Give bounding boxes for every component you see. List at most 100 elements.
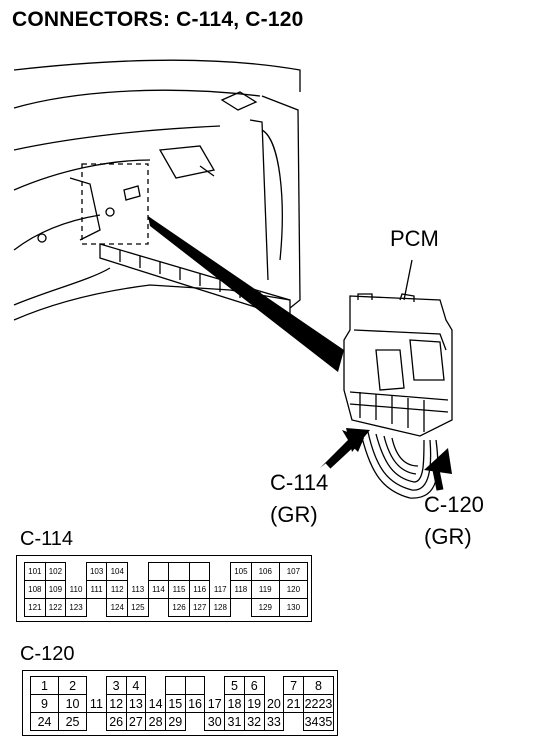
pin-cell: 113 (127, 580, 149, 599)
pin-cell: 14 (145, 694, 166, 713)
c120-arrow-icon (424, 448, 452, 474)
c114-color-label: (GR) (270, 502, 318, 527)
pin-cell (209, 562, 232, 581)
pin-cell: 116 (188, 580, 211, 599)
pin-cell: 119 (250, 580, 280, 599)
c114-pin-grid: 101 102 103 104 105 106 107 108 109 110 … (24, 562, 309, 617)
pin-cell: 106 (250, 562, 280, 581)
c120-callout-label: C-120 (424, 492, 484, 517)
pin-cell: 110 (65, 580, 87, 599)
pin-cell: 17 (204, 694, 226, 713)
pin-cell: 11 (86, 694, 107, 713)
pin-cell: 108 (24, 580, 46, 599)
pin-cell: 19 (243, 694, 265, 713)
pin-cell: 118 (230, 580, 252, 599)
pin-cell: 126 (168, 598, 190, 617)
c120-pin-grid: 1 2 3 4 5 6 7 8 9 10 11 12 13 14 15 16 1… (29, 676, 335, 731)
pin-cell: 33 (263, 712, 285, 731)
pin-cell (147, 562, 170, 581)
pin-cell: 9 (29, 694, 60, 713)
pin-cell (168, 562, 190, 581)
pin-cell (86, 712, 107, 731)
c114-face-label: C-114 (20, 528, 73, 550)
pin-cell: 18 (224, 694, 245, 713)
pin-cell: 130 (278, 598, 309, 617)
pin-cell: 112 (106, 580, 129, 599)
c114-connector-frame (16, 555, 312, 622)
pin-cell: 12 (105, 694, 127, 713)
pin-cell (85, 598, 108, 617)
pin-cell: 28 (145, 712, 166, 731)
vent-icon (220, 91, 258, 111)
c120-connector-frame (22, 670, 338, 736)
pin-cell: 1 (29, 676, 60, 695)
c120-arrow-shaft (432, 469, 444, 491)
pin-cell: 16 (184, 694, 206, 713)
pin-cell: 31 (224, 712, 245, 731)
pin-cell: 127 (188, 598, 211, 617)
pin-cell: 24 (29, 712, 60, 731)
page-title: CONNECTORS: C-114, C-120 (12, 8, 304, 31)
pin-cell: 29 (164, 712, 186, 731)
pin-cell (230, 598, 252, 617)
pcm-leader-line (403, 259, 413, 301)
pin-cell: 101 (24, 562, 46, 581)
pointer-wedge (148, 216, 344, 372)
pin-cell: 114 (147, 580, 170, 599)
pin-cell: 111 (85, 580, 108, 599)
c120-face-label: C-120 (20, 643, 75, 665)
pin-cell: 105 (230, 562, 252, 581)
pin-cell (127, 562, 149, 581)
pin-cell: 26 (105, 712, 127, 731)
pin-cell: 123 (65, 598, 87, 617)
pin-cell: 10 (58, 694, 88, 713)
pin-cell: 115 (168, 580, 190, 599)
location-dashed-box (81, 163, 149, 245)
pin-cell: 30 (204, 712, 226, 731)
pin-cell: 2223 (302, 694, 335, 713)
pin-cell (65, 562, 87, 581)
pin-cell: 25 (58, 712, 88, 731)
pin-cell: 21 (283, 694, 304, 713)
pin-cell (204, 676, 226, 695)
pin-cell: 5 (224, 676, 245, 695)
pin-cell: 124 (106, 598, 129, 617)
pin-cell: 6 (243, 676, 265, 695)
dashboard-outline (13, 59, 301, 92)
pin-cell: 109 (44, 580, 67, 599)
pin-cell: 3435 (302, 712, 335, 731)
pin-cell (184, 676, 206, 695)
pin-cell (164, 676, 186, 695)
pin-cell: 120 (278, 580, 309, 599)
pin-cell (147, 598, 170, 617)
pin-cell (86, 676, 107, 695)
pin-cell: 27 (125, 712, 147, 731)
pin-cell (188, 562, 211, 581)
pin-cell: 4 (125, 676, 147, 695)
pin-cell: 121 (24, 598, 46, 617)
pin-cell: 102 (44, 562, 67, 581)
pin-cell: 128 (209, 598, 232, 617)
pin-cell (184, 712, 206, 731)
pin-cell: 107 (278, 562, 309, 581)
pcm-label: PCM (390, 226, 439, 251)
pin-cell: 2 (58, 676, 88, 695)
pin-cell: 7 (283, 676, 304, 695)
pin-cell: 13 (125, 694, 147, 713)
pin-cell (283, 712, 304, 731)
pin-cell: 117 (209, 580, 232, 599)
pin-cell: 125 (127, 598, 149, 617)
pin-cell: 103 (85, 562, 108, 581)
pin-cell: 3 (105, 676, 127, 695)
pin-cell (263, 676, 285, 695)
pin-cell: 122 (44, 598, 67, 617)
c120-color-label: (GR) (424, 524, 472, 549)
pin-cell: 8 (302, 676, 335, 695)
glovebox-latch-icon (158, 145, 216, 179)
c114-callout-label: C-114 (270, 470, 329, 495)
pin-cell: 104 (106, 562, 129, 581)
pin-cell: 15 (164, 694, 186, 713)
pin-cell: 20 (263, 694, 285, 713)
pin-cell: 129 (250, 598, 280, 617)
